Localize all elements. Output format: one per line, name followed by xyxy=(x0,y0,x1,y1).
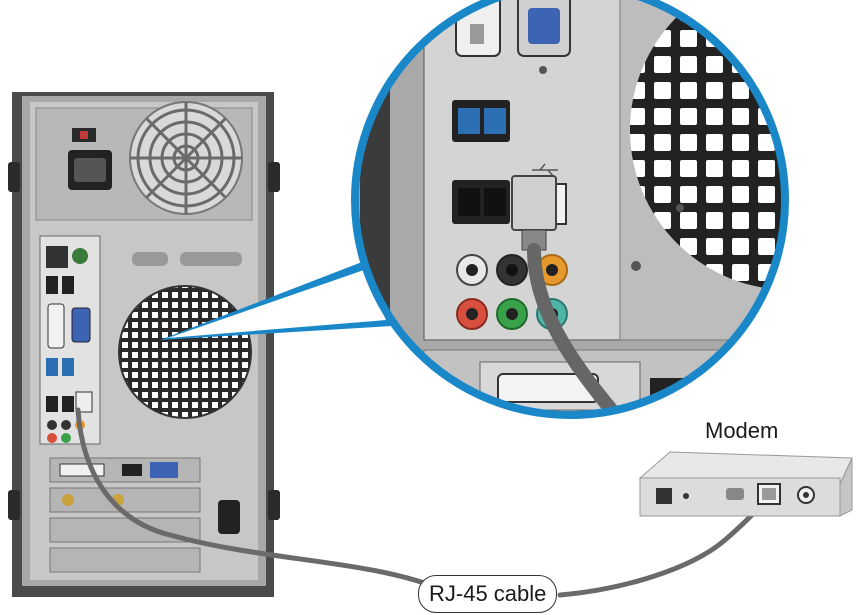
cable-label: RJ-45 cable xyxy=(418,575,557,613)
usb2-ports xyxy=(452,180,510,224)
dvi-port xyxy=(48,304,64,348)
vga-port xyxy=(72,308,90,342)
modem-icon xyxy=(640,452,852,516)
lock-tab xyxy=(218,500,240,534)
usb3-ports xyxy=(452,100,510,142)
rj45-plug xyxy=(512,176,556,230)
psu-fan-grille xyxy=(130,102,242,214)
modem-label: Modem xyxy=(705,418,778,444)
tower-pc-icon xyxy=(8,92,280,597)
modem-power-jack xyxy=(656,488,672,504)
